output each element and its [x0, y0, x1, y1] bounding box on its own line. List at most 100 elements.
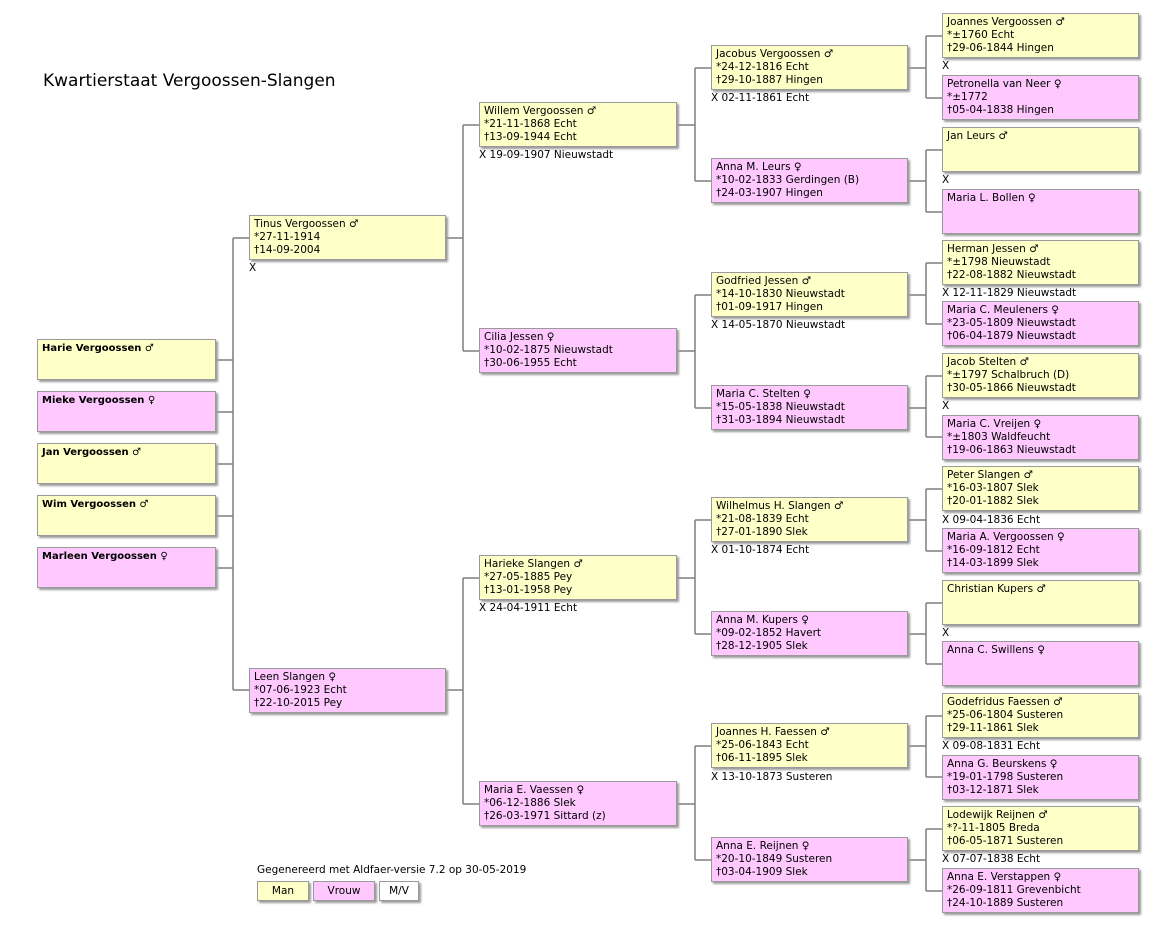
marriage-label: X 02-11-1861 Echt [711, 92, 810, 104]
person-box[interactable]: Christian Kupers ♂ [942, 580, 1139, 625]
person-birth: *07-06-1923 Echt [254, 684, 347, 696]
person-box[interactable]: Joannes Vergoossen ♂ *±1760 Echt †29-06-… [942, 13, 1139, 58]
person-box-mother[interactable]: Leen Slangen ♀ *07-06-1923 Echt †22-10-2… [249, 668, 446, 713]
person-name: Anna E. Verstappen ♀ [947, 871, 1062, 883]
person-birth: *27-05-1885 Pey [484, 571, 573, 583]
person-name: Peter Slangen ♂ [947, 469, 1033, 481]
person-death: †13-09-1944 Echt [484, 131, 577, 143]
person-name: Maria E. Vaessen ♀ [484, 784, 585, 796]
person-box[interactable]: Anna E. Reijnen ♀ *20-10-1849 Susteren †… [711, 837, 908, 882]
person-birth: *10-02-1875 Nieuwstadt [484, 344, 613, 356]
person-death: †06-05-1871 Susteren [947, 835, 1064, 847]
person-box[interactable]: Jan Leurs ♂ [942, 127, 1139, 172]
person-birth: *21-11-1868 Echt [484, 118, 577, 130]
person-box[interactable]: Joannes H. Faessen ♂ *25-06-1843 Echt †0… [711, 723, 908, 768]
person-death: †03-12-1871 Slek [947, 784, 1039, 796]
person-birth: *±1803 Waldfeucht [947, 431, 1051, 443]
person-box[interactable]: Godefridus Faessen ♂ *25-06-1804 Sustere… [942, 693, 1139, 738]
person-death: †28-12-1905 Slek [716, 640, 808, 652]
marriage-label: X [249, 262, 257, 274]
person-name: Joannes Vergoossen ♂ [947, 16, 1065, 28]
person-name: Maria A. Vergoossen ♀ [947, 531, 1065, 543]
person-box[interactable]: Anna C. Swillens ♀ [942, 641, 1139, 686]
person-name: Jacobus Vergoossen ♂ [716, 48, 834, 60]
child-box[interactable]: Marleen Vergoossen ♀ [37, 547, 216, 588]
person-death: †22-10-2015 Pey [254, 697, 343, 709]
person-name: Godfried Jessen ♂ [716, 275, 811, 287]
person-box[interactable]: Willem Vergoossen ♂ *21-11-1868 Echt †13… [479, 102, 677, 147]
person-box[interactable]: Jacob Stelten ♂ *±1797 Schalbruch (D) †3… [942, 353, 1139, 398]
person-box[interactable]: Godfried Jessen ♂ *14-10-1830 Nieuwstadt… [711, 272, 908, 317]
person-name: Anna M. Leurs ♀ [716, 161, 802, 173]
person-box[interactable]: Anna M. Leurs ♀ *10-02-1833 Gerdingen (B… [711, 158, 908, 203]
person-death: †31-03-1894 Nieuwstadt [716, 414, 845, 426]
person-box[interactable]: Maria L. Bollen ♀ [942, 189, 1139, 234]
person-name: Anna M. Kupers ♀ [716, 614, 809, 626]
person-death: †06-04-1879 Nieuwstadt [947, 330, 1076, 342]
person-birth: *09-02-1852 Havert [716, 627, 822, 639]
person-box[interactable]: Maria C. Vreijen ♀ *±1803 Waldfeucht †19… [942, 415, 1139, 460]
child-box[interactable]: Wim Vergoossen ♂ [37, 495, 216, 536]
person-box[interactable]: Cilia Jessen ♀ *10-02-1875 Nieuwstadt †3… [479, 328, 677, 373]
person-name: Tinus Vergoossen ♂ [254, 218, 359, 230]
marriage-label: X 09-08-1831 Echt [942, 740, 1041, 752]
person-box[interactable]: Harieke Slangen ♂ *27-05-1885 Pey †13-01… [479, 555, 677, 600]
person-birth: *23-05-1809 Nieuwstadt [947, 317, 1076, 329]
person-death: †29-06-1844 Hingen [947, 42, 1054, 54]
person-box[interactable]: Maria E. Vaessen ♀ *06-12-1886 Slek †26-… [479, 781, 677, 826]
person-name: Anna G. Beurskens ♀ [947, 758, 1058, 770]
marriage-label: X [942, 627, 950, 639]
person-birth: *16-03-1807 Slek [947, 482, 1039, 494]
person-name: Cilia Jessen ♀ [484, 331, 555, 343]
child-box[interactable]: Jan Vergoossen ♂ [37, 443, 216, 484]
person-box[interactable]: Jacobus Vergoossen ♂ *24-12-1816 Echt †2… [711, 45, 908, 90]
person-death: †30-05-1866 Nieuwstadt [947, 382, 1076, 394]
person-box[interactable]: Maria C. Stelten ♀ *15-05-1838 Nieuwstad… [711, 385, 908, 430]
person-name: Jan Leurs ♂ [947, 130, 1008, 142]
person-name: Petronella van Neer ♀ [947, 78, 1062, 90]
person-name: Joannes H. Faessen ♂ [716, 726, 830, 738]
person-death: †13-01-1958 Pey [484, 584, 573, 596]
person-box[interactable]: Anna E. Verstappen ♀ *26-09-1811 Grevenb… [942, 868, 1139, 913]
person-birth: *06-12-1886 Slek [484, 797, 576, 809]
person-name: Wim Vergoossen ♂ [42, 499, 149, 510]
person-name: Godefridus Faessen ♂ [947, 696, 1063, 708]
person-birth: *14-10-1830 Nieuwstadt [716, 288, 845, 300]
person-name: Herman Jessen ♂ [947, 243, 1039, 255]
marriage-label: X 19-09-1907 Nieuwstadt [479, 149, 614, 161]
person-box[interactable]: Maria A. Vergoossen ♀ *16-09-1812 Echt †… [942, 528, 1139, 573]
person-box[interactable]: Lodewijk Reijnen ♂ *?-11-1805 Breda †06-… [942, 806, 1139, 851]
person-box[interactable]: Wilhelmus H. Slangen ♂ *21-08-1839 Echt … [711, 497, 908, 542]
person-death: †14-03-1899 Slek [947, 557, 1039, 569]
person-box[interactable]: Petronella van Neer ♀ *±1772 †05-04-1838… [942, 75, 1139, 120]
person-name: Leen Slangen ♀ [254, 671, 337, 683]
person-birth: *?-11-1805 Breda [947, 822, 1040, 834]
person-box[interactable]: Maria C. Meuleners ♀ *23-05-1809 Nieuwst… [942, 301, 1139, 346]
person-birth: *±1797 Schalbruch (D) [947, 369, 1070, 381]
person-death: †20-01-1882 Slek [947, 495, 1039, 507]
person-death: †01-09-1917 Hingen [716, 301, 823, 313]
person-death: †26-03-1971 Sittard (z) [484, 810, 606, 822]
person-birth: *±1760 Echt [947, 29, 1015, 41]
person-box[interactable]: Herman Jessen ♂ *±1798 Nieuwstadt †22-08… [942, 240, 1139, 285]
person-box[interactable]: Anna M. Kupers ♀ *09-02-1852 Havert †28-… [711, 611, 908, 656]
person-name: Anna E. Reijnen ♀ [716, 840, 810, 852]
person-birth: *25-06-1843 Echt [716, 739, 809, 751]
legend-mv: M/V [379, 881, 419, 901]
legend-man: Man [257, 881, 309, 901]
person-death: †24-03-1907 Hingen [716, 187, 823, 199]
person-birth: *21-08-1839 Echt [716, 513, 809, 525]
person-box-father[interactable]: Tinus Vergoossen ♂ *27-11-1914 †14-09-20… [249, 215, 446, 260]
person-death: †29-10-1887 Hingen [716, 74, 823, 86]
person-box[interactable]: Peter Slangen ♂ *16-03-1807 Slek †20-01-… [942, 466, 1139, 511]
person-death: †05-04-1838 Hingen [947, 104, 1054, 116]
child-box[interactable]: Mieke Vergoossen ♀ [37, 391, 216, 432]
person-name: Maria L. Bollen ♀ [947, 192, 1036, 204]
person-box[interactable]: Anna G. Beurskens ♀ *19-01-1798 Susteren… [942, 755, 1139, 800]
child-box[interactable]: Harie Vergoossen ♂ [37, 339, 216, 380]
person-name: Jacob Stelten ♂ [947, 356, 1029, 368]
person-birth: *24-12-1816 Echt [716, 61, 809, 73]
marriage-label: X 01-10-1874 Echt [711, 544, 810, 556]
person-death: †19-06-1863 Nieuwstadt [947, 444, 1076, 456]
